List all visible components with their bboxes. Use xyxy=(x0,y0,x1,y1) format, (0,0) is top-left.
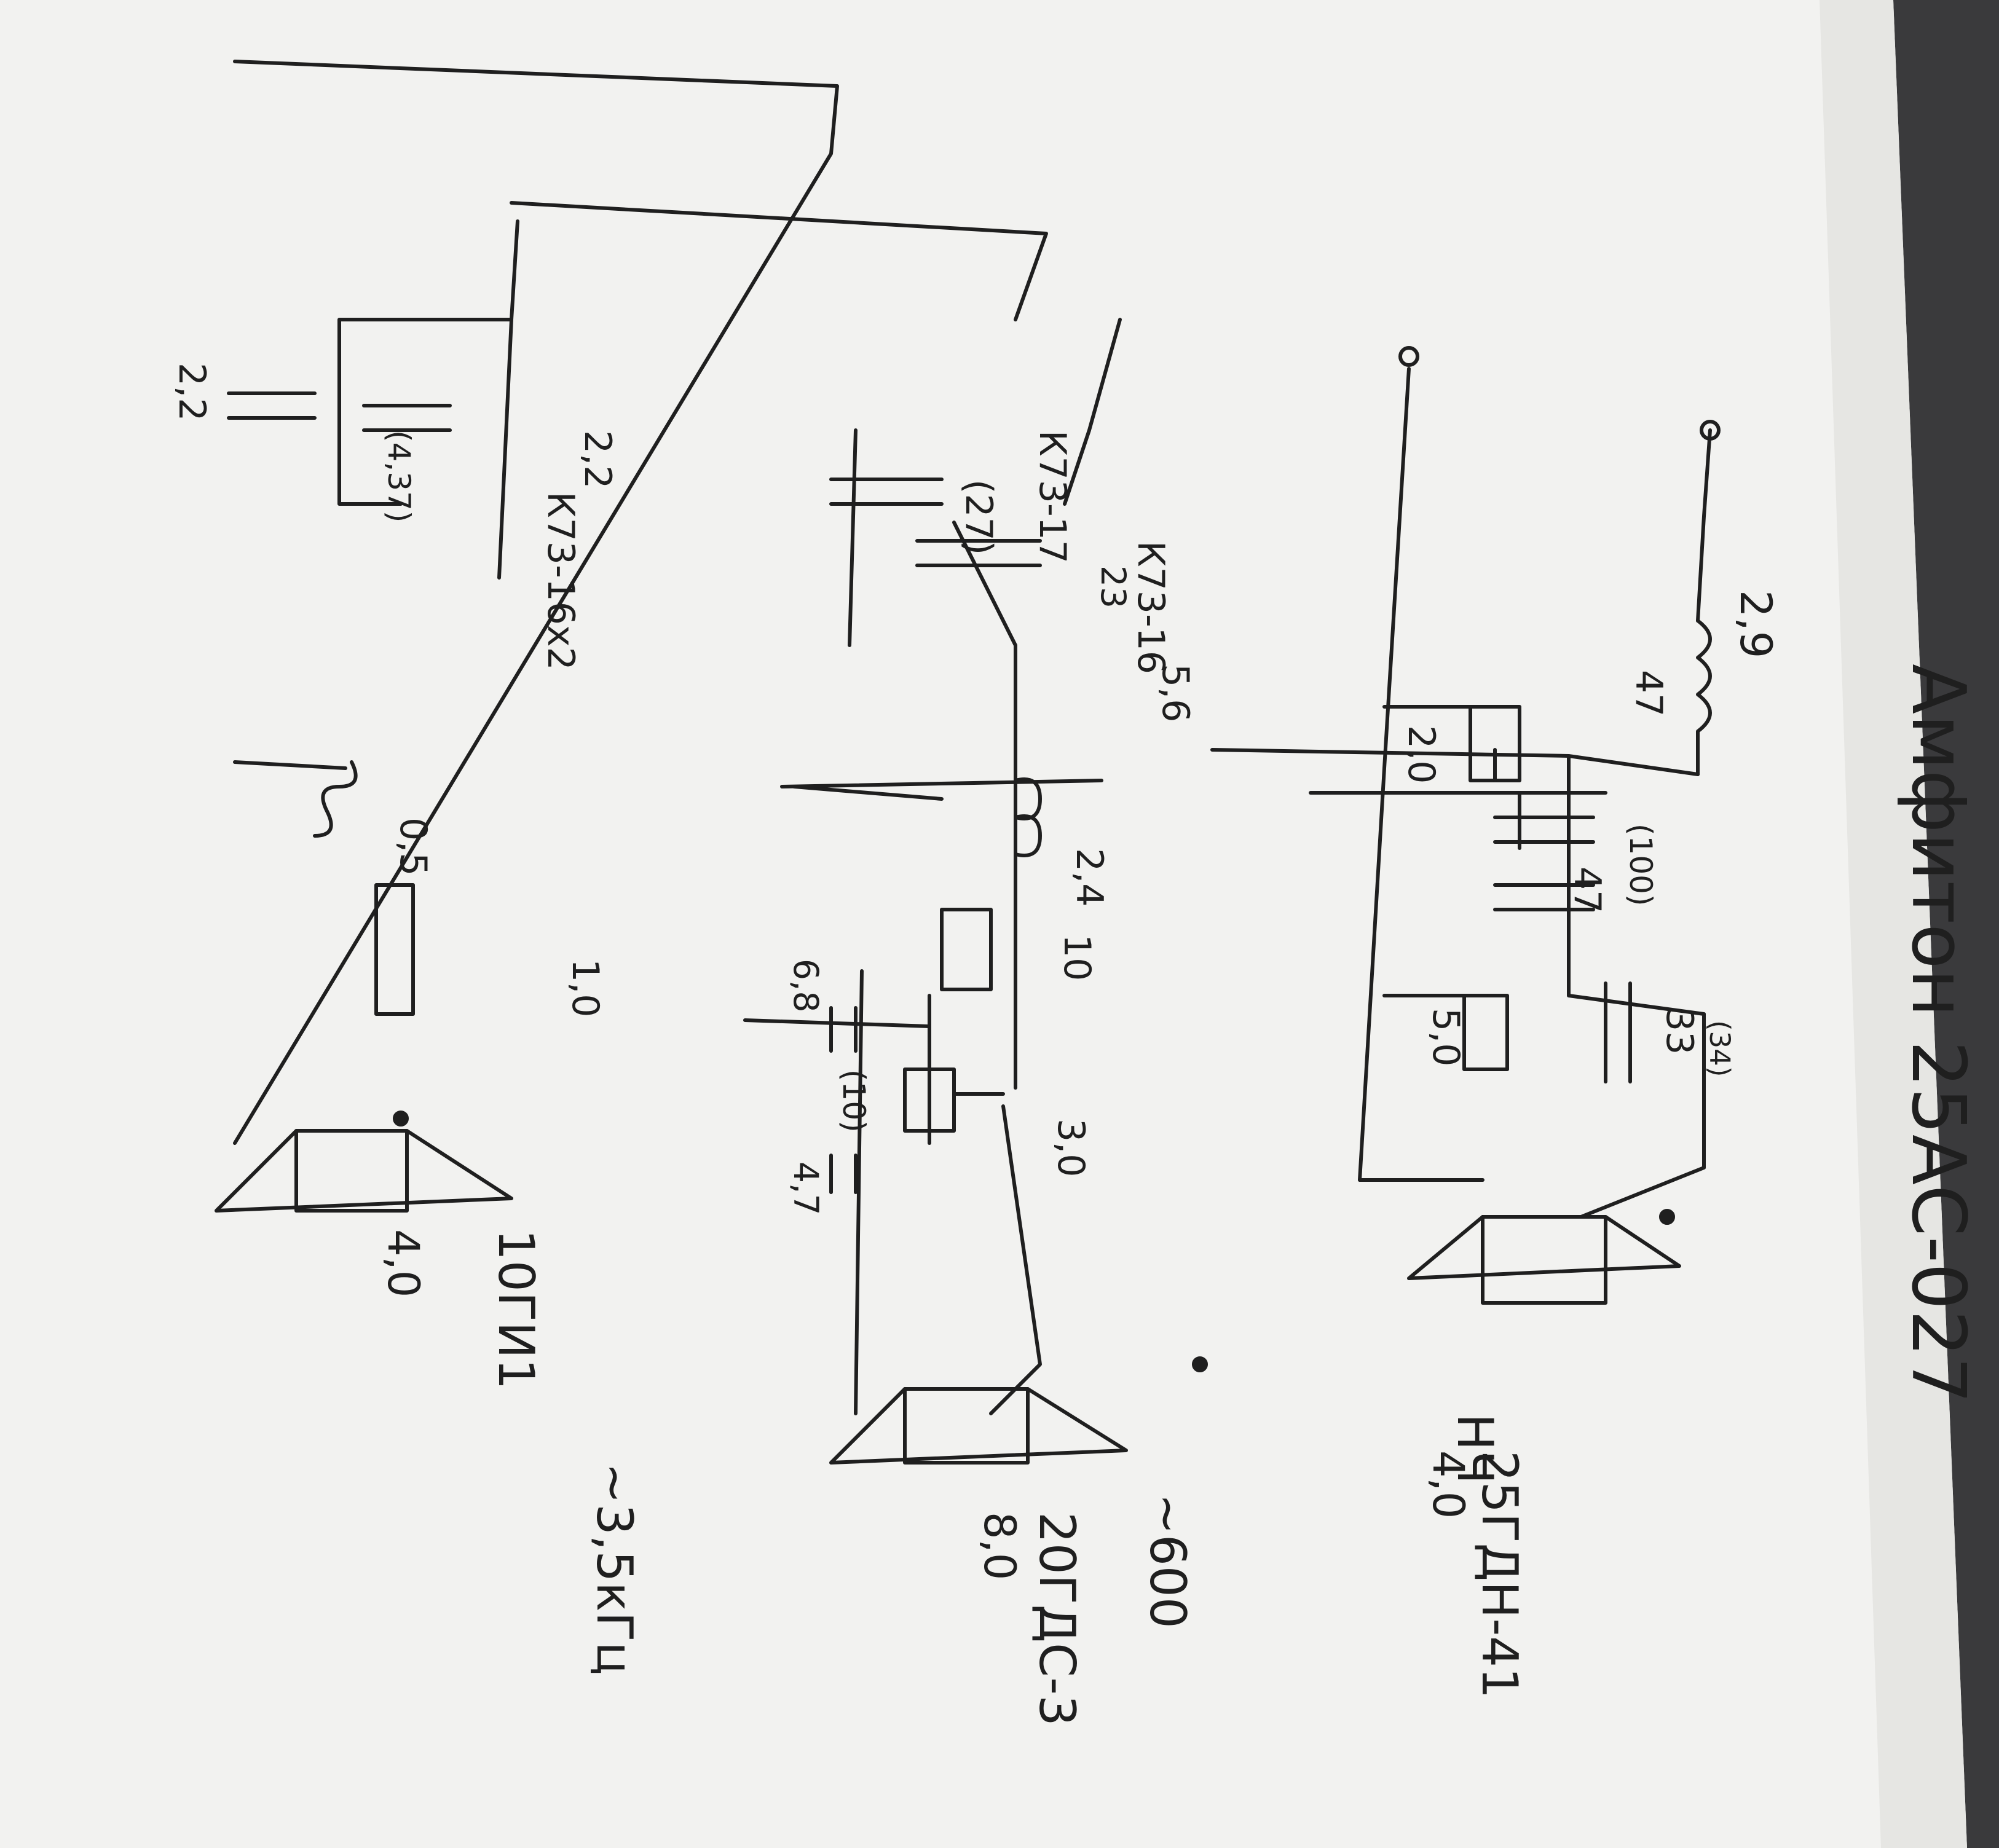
mf-section xyxy=(510,201,1208,1465)
hf-cap2-label: 2,2 xyxy=(170,363,213,421)
lf-coil xyxy=(1696,619,1712,776)
hf-resistor xyxy=(374,883,415,1016)
lf-res1-label: 2,0 xyxy=(1400,725,1443,784)
lf-section xyxy=(1210,346,1721,1305)
mf-cap-a-type: К73-16 xyxy=(1129,541,1172,674)
mf-cap-c-label: 6,8 xyxy=(786,959,826,1012)
lf-cap1-alt-label: (100) xyxy=(1623,824,1658,906)
mf-res2-label: 3,0 xyxy=(1049,1119,1092,1177)
lf-res2-label: 5,0 xyxy=(1424,1008,1467,1066)
hf-freq-label: ~3,5кГц xyxy=(586,1463,643,1675)
tweeter-model: 10ГИ1 xyxy=(487,1229,545,1390)
hf-cap1-label: 2,2 xyxy=(576,430,619,489)
input-terminal-2 xyxy=(1398,346,1419,367)
hf-cap-alt-label: (4,37) xyxy=(381,430,417,522)
lf-coil-label: 2,9 xyxy=(1730,590,1781,658)
mf-cap-d-label: 4,7 xyxy=(786,1162,826,1215)
mf-freq-label: ~600 xyxy=(1139,1493,1196,1629)
midrange-speaker-body xyxy=(903,1387,1030,1465)
midrange-model: 20ГДС-3 xyxy=(1028,1512,1086,1726)
hf-res-label: 1,0 xyxy=(564,959,607,1017)
woofer-label: НЧ xyxy=(1446,1414,1504,1484)
woofer-impedance: 4,0 xyxy=(1423,1450,1473,1519)
lf-cap2-label: 47 xyxy=(1566,867,1609,913)
mf-cap-b-label: 23 xyxy=(1094,565,1133,608)
lf-cap3-label: 33 xyxy=(1658,1008,1701,1055)
mf-resistor-1 xyxy=(940,908,993,991)
mf-coil xyxy=(792,785,944,801)
mf-cap-b-alt-label: (27) xyxy=(957,479,1000,555)
hf-section xyxy=(215,60,839,1213)
mf-cap-a-label: 5,6 xyxy=(1154,664,1197,722)
mf-cap-c-alt-label: (10) xyxy=(836,1069,872,1133)
schematic-title: Амфитон 25АС-027 xyxy=(1895,664,1981,1404)
hf-coil-label: 0,5 xyxy=(392,817,435,876)
tweeter-speaker-body xyxy=(294,1129,409,1213)
mf-cap-b-type: К73-17 xyxy=(1031,430,1074,564)
paper-shadow xyxy=(1820,0,1967,1848)
tweeter-impedance: 4,0 xyxy=(378,1229,428,1297)
mf-coil-label: 2,4 xyxy=(1068,848,1111,906)
lf-cap1-label: 47 xyxy=(1627,670,1670,717)
woofer-speaker-body xyxy=(1481,1215,1607,1305)
mf-res1-label: 10 xyxy=(1055,934,1098,981)
lf-cap3-alt-label: (34) xyxy=(1703,1020,1736,1077)
midrange-impedance: 8,0 xyxy=(974,1512,1025,1580)
hf-cap-type: К73-16х2 xyxy=(539,492,582,670)
woofer-model: 25ГДН-41 xyxy=(1471,1450,1528,1699)
